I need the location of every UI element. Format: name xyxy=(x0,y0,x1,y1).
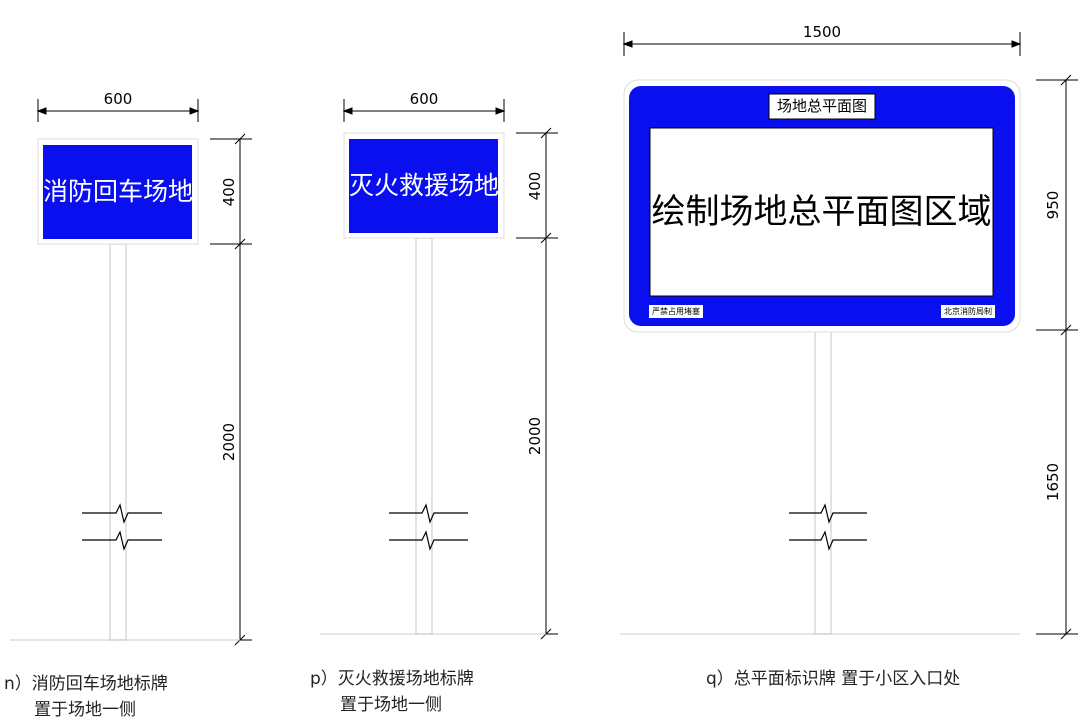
sign2-caption-line1: p）灭火救援场地标牌 xyxy=(310,669,474,689)
sign3-caption-line1: q）总平面标识牌 置于小区入口处 xyxy=(706,669,961,689)
sign3-title: 场地总平面图 xyxy=(776,97,867,115)
sign2-sign-height-label: 400 xyxy=(526,172,544,201)
sign3-map-area xyxy=(649,127,994,297)
sign2-post xyxy=(415,237,433,635)
sign3-footer-left: 严禁占用堵塞 xyxy=(652,307,700,316)
sign1-caption-line2: 置于场地一侧 xyxy=(34,700,136,720)
sign2-width-dimension xyxy=(342,99,506,122)
sign3-break-mark xyxy=(789,503,867,551)
sign1-width-dimension xyxy=(36,99,200,122)
sign3-width-dimension xyxy=(622,32,1022,56)
sign2-text: 灭火救援场地 xyxy=(349,171,500,200)
sign2-break-mark xyxy=(389,503,468,551)
sign3-footer-left-box xyxy=(649,305,703,318)
sign1-break-mark xyxy=(82,503,162,551)
sign1-text: 消防回车场地 xyxy=(43,177,194,206)
sign2-width-label: 600 xyxy=(410,90,439,108)
sign3-height-dimension xyxy=(1036,74,1078,640)
sign3-post-height-label: 1650 xyxy=(1044,463,1062,501)
sign3-footer-right-box xyxy=(941,305,995,318)
sign3-sign-height-label: 950 xyxy=(1044,191,1062,220)
sign1-caption-line1: n）消防回车场地标牌 xyxy=(4,674,168,694)
sign3-post xyxy=(814,329,832,635)
sign3-center-text: 绘制场地总平面图区域 xyxy=(651,192,992,232)
sign1-panel xyxy=(43,145,192,239)
sign1-post xyxy=(109,243,127,641)
sign3-footer-right: 北京消防局制 xyxy=(944,307,992,316)
sign3-width-label: 1500 xyxy=(803,23,841,41)
sign1-width-label: 600 xyxy=(104,90,133,108)
sign2-post-height-label: 2000 xyxy=(526,417,544,455)
sign1-post-height-label: 2000 xyxy=(220,423,238,461)
sign2-panel xyxy=(349,139,498,233)
sign1-height-dimension xyxy=(210,133,252,646)
sign1-sign-height-label: 400 xyxy=(220,178,238,207)
sign2-caption-line2: 置于场地一侧 xyxy=(340,695,442,715)
sign3-title-box xyxy=(768,93,876,120)
sign2-height-dimension xyxy=(516,127,558,640)
